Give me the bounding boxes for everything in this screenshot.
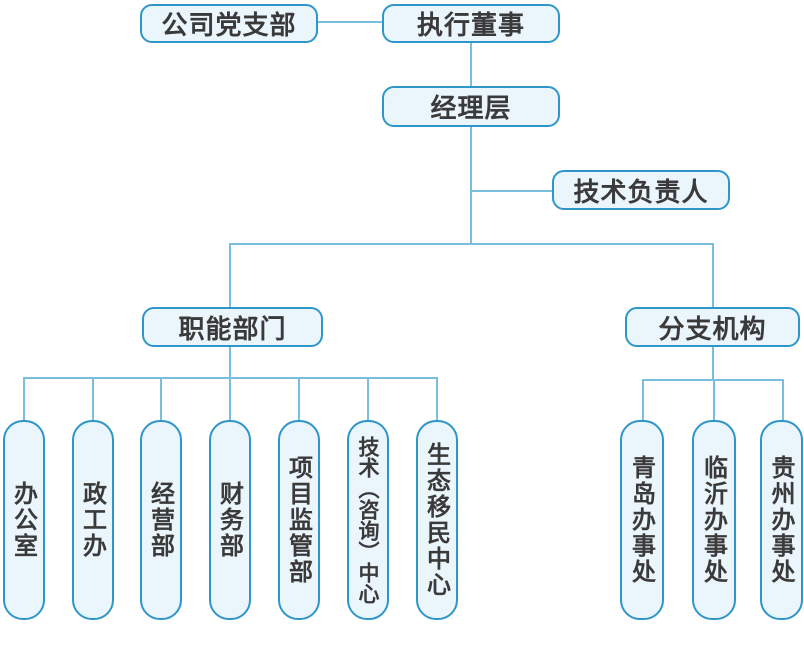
node-functional-departments: 职能部门 — [142, 307, 323, 347]
connector-drop-functional — [229, 243, 231, 309]
node-dept-finance: 财务部 — [209, 420, 251, 620]
connector-director-to-management — [470, 43, 472, 88]
connector-split-bar — [229, 243, 714, 245]
connector-dept-drop-6 — [367, 377, 369, 421]
connector-dept-drop-7 — [436, 377, 438, 421]
node-branch-linyi: 临沂办事处 — [692, 420, 736, 620]
node-branch-qingdao: 青岛办事处 — [620, 420, 664, 620]
connector-management-down — [470, 125, 472, 245]
node-dept-technical-consulting-center: 技术（咨询）中心 — [347, 420, 389, 620]
connector-drop-branches — [712, 243, 714, 309]
node-branch-guizhou: 贵州办事处 — [760, 420, 803, 620]
node-technical-lead: 技术负责人 — [552, 170, 730, 210]
connector-dept-drop-2 — [92, 377, 94, 421]
connector-to-technical-lead — [470, 190, 554, 192]
connector-dept-drop-4 — [229, 377, 231, 421]
connector-dept-drop-1 — [23, 377, 25, 421]
connector-branch-drop-2 — [713, 379, 715, 421]
connector-dept-drop-5 — [298, 377, 300, 421]
connector-branches-down — [712, 346, 714, 380]
connector-branch-drop-3 — [782, 379, 784, 421]
connector-branch-drop-1 — [642, 379, 644, 421]
node-dept-office: 办公室 — [3, 420, 45, 620]
connector-dept-drop-3 — [160, 377, 162, 421]
node-dept-ecological-migration-center: 生态移民中心 — [416, 420, 458, 620]
connector-party-to-director — [318, 21, 382, 23]
node-dept-operations: 经营部 — [140, 420, 182, 620]
node-dept-project-supervision: 项目监管部 — [278, 420, 320, 620]
node-party-branch: 公司党支部 — [140, 4, 318, 43]
connector-functional-down — [229, 346, 231, 378]
node-executive-director: 执行董事 — [382, 4, 560, 43]
node-dept-political-work: 政工办 — [72, 420, 114, 620]
node-branch-offices: 分支机构 — [625, 307, 800, 347]
node-management-layer: 经理层 — [382, 86, 560, 127]
